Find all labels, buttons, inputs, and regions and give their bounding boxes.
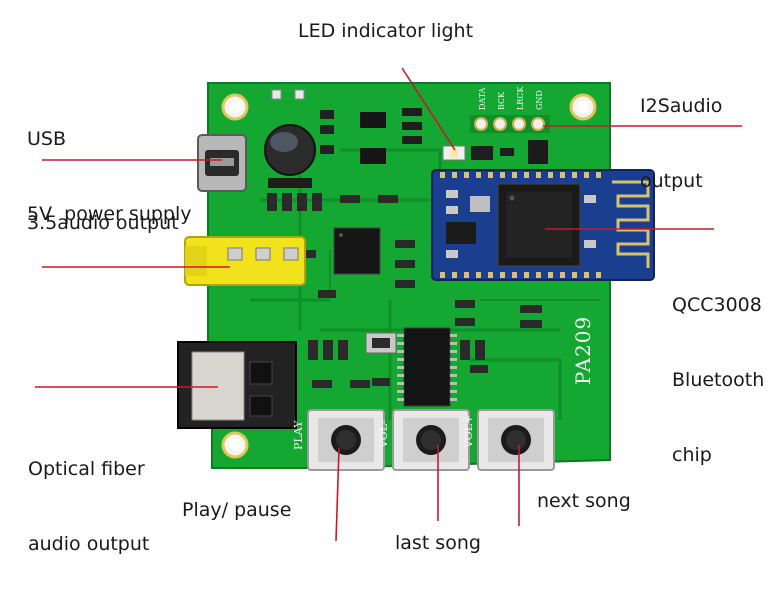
leader-play	[335, 447, 340, 542]
label-usb-line1: USB	[27, 128, 67, 150]
pin-label-bck: BCK	[497, 91, 506, 110]
crystal	[365, 332, 397, 354]
capacitor	[264, 124, 316, 188]
pin-label-data: DATA	[478, 87, 487, 110]
label-last-song: last song	[395, 532, 481, 554]
button-vol-plus[interactable]	[477, 409, 555, 471]
label-i2s-line2: output	[640, 170, 703, 192]
i2s-pin-labels: DATA BCK LRCK GND	[478, 86, 544, 110]
smd-components	[267, 108, 542, 388]
controller-ic	[397, 327, 457, 407]
label-qcc3008-chip: QCC3008 Bluetooth chip	[672, 243, 764, 518]
label-play-pause: Play/ pause	[182, 499, 292, 521]
mounting-hole	[221, 93, 249, 121]
mounting-hole	[569, 93, 597, 121]
usb-connector	[197, 134, 247, 192]
audio-jack-35	[184, 236, 306, 286]
label-optical-line2: audio output	[28, 533, 150, 555]
board-illustration: DATA BCK LRCK GND	[35, 67, 742, 542]
mounting-hole	[221, 431, 249, 459]
label-led-indicator: LED indicator light	[298, 20, 474, 42]
i2s-header	[470, 115, 550, 164]
label-qcc-line3: chip	[672, 444, 712, 466]
board-model-label: PA209	[571, 316, 595, 385]
leader-led	[401, 67, 456, 151]
led-indicator	[442, 145, 514, 161]
label-usb-line2: 5V power supply	[27, 203, 192, 225]
label-qcc-line1: QCC3008	[672, 294, 762, 316]
label-35-audio-output: 3.5audio output	[27, 212, 179, 234]
pin-label-gnd: GND	[535, 90, 544, 110]
test-pads	[271, 89, 305, 100]
diagram-canvas: DATA BCK LRCK GND	[27, 20, 764, 555]
label-usb-power: USB 5V power supply	[27, 77, 192, 277]
label-optical-line1: Optical fiber	[28, 458, 145, 480]
button-vol-minus[interactable]	[392, 409, 470, 471]
button-play-silk: PLAY	[292, 420, 305, 450]
audio-ic	[333, 227, 381, 275]
bluetooth-module	[431, 169, 655, 281]
pin-label-lrck: LRCK	[516, 86, 525, 110]
label-next-song: next song	[537, 490, 631, 512]
button-volp-silk: VOL+	[462, 415, 475, 449]
button-volm-silk: VOL-	[377, 420, 390, 449]
optical-connector	[177, 341, 297, 429]
label-i2s-line1: I2Saudio	[640, 95, 723, 117]
label-i2s-audio-output: I2Saudio output	[640, 44, 722, 244]
label-qcc-line2: Bluetooth	[672, 369, 765, 391]
button-play[interactable]	[307, 409, 385, 471]
label-optical-output: Optical fiber audio output	[28, 407, 149, 607]
